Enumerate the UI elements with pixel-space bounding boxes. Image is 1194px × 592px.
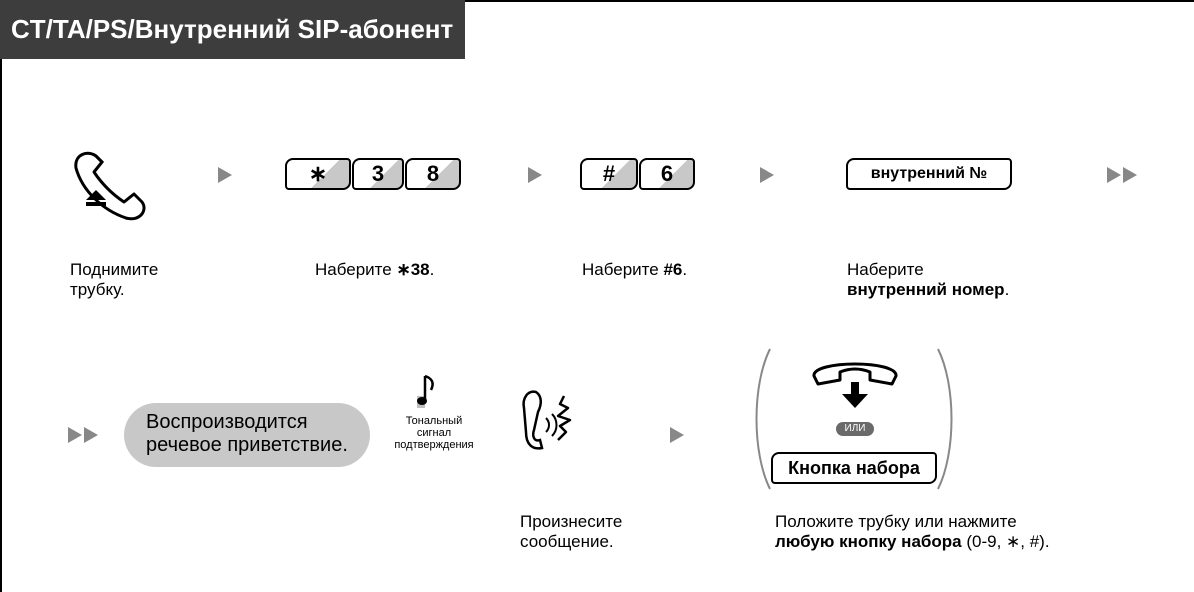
arrow-icon [68, 427, 82, 443]
handset-offhook-icon [74, 151, 146, 221]
note-icon [417, 374, 434, 408]
key-star: ∗ [285, 158, 351, 190]
arrow-icon [1123, 167, 1137, 183]
step-dial38-caption: Наберите ∗38. [315, 260, 435, 279]
key-any-dial: Кнопка набора [771, 452, 937, 484]
key-8: 8 [405, 158, 461, 190]
arrow-icon [760, 167, 774, 183]
arrow-icon [670, 427, 684, 443]
page-title: CT/TA/PS/Внутренний SIP-абонент [0, 0, 466, 59]
step-dial6-caption: Наберите #6. [582, 260, 688, 279]
speaking-icon [522, 390, 572, 450]
key-hash: # [580, 158, 638, 190]
or-badge: ИЛИ [836, 422, 874, 436]
options-bracket [755, 348, 953, 490]
key-3: 3 [352, 158, 404, 190]
key-6: 6 [639, 158, 695, 190]
arrow-icon [218, 167, 232, 183]
arrow-icon [528, 167, 542, 183]
handset-onhook-icon [812, 362, 898, 408]
arrow-icon [1107, 167, 1121, 183]
arrow-icon [84, 427, 98, 443]
key-extension-number: внутренний № [846, 158, 1012, 190]
